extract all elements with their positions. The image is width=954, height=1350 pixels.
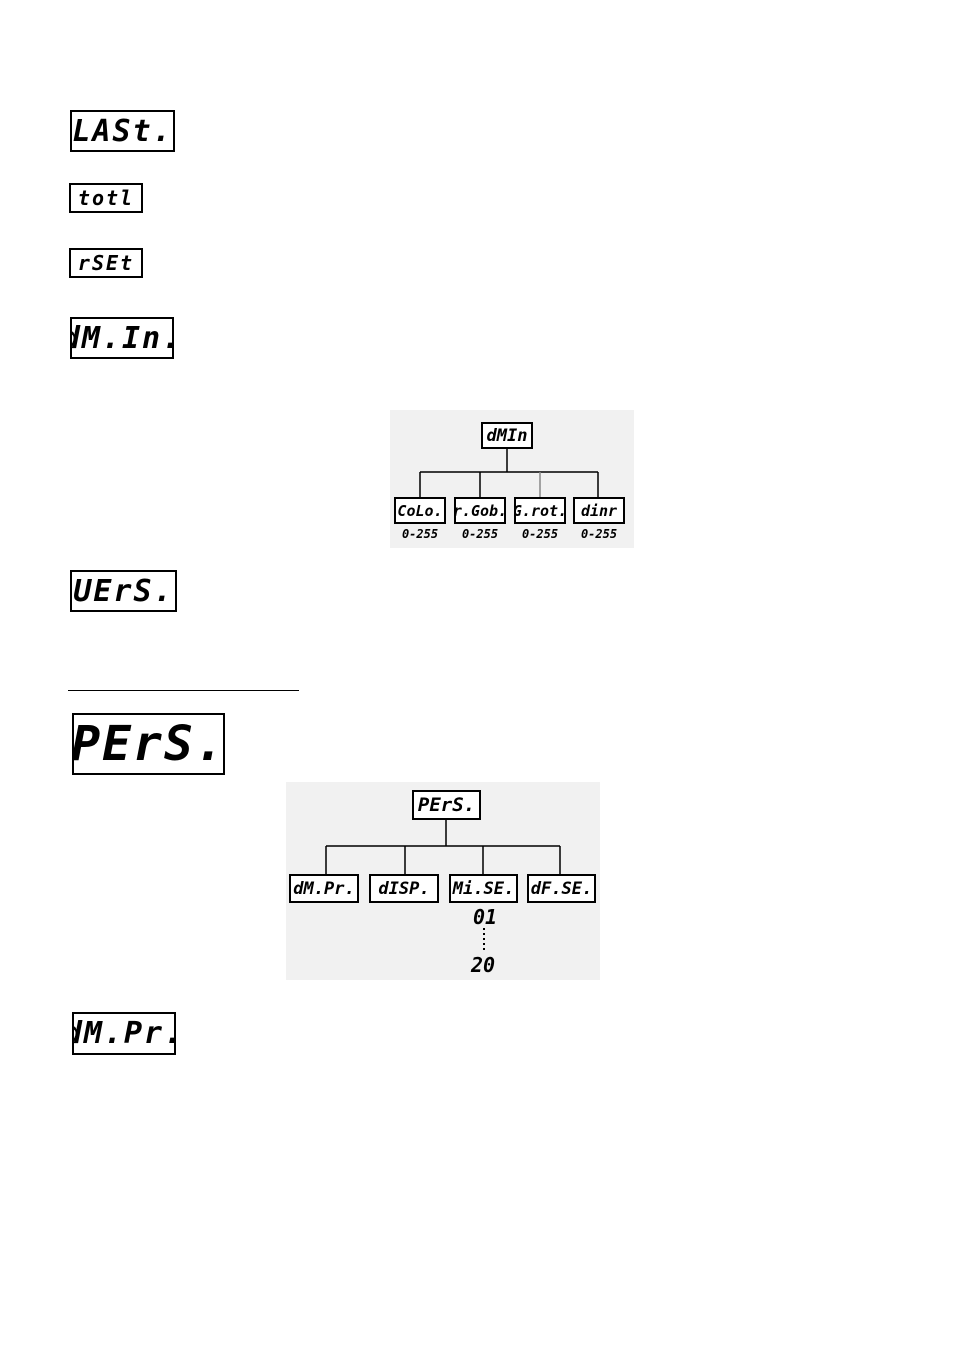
section-underline [68,690,299,691]
dmin-child-grot: G.rot. [514,497,566,524]
dmin-child-colo: CoLo. [394,497,446,524]
dmin-range-grot: 0-255 [521,527,559,541]
dmpr-display: dM.Pr. [72,1012,176,1055]
dmin-display: dM.In. [70,317,174,359]
pers-child-disp: dISP. [369,874,439,903]
vers-display: UErS. [70,570,177,612]
pers-child-dfse: dF.SE. [527,874,596,903]
dmin-child-rgob: r.Gob. [454,497,506,524]
dmin-child-dimr: dinr [573,497,625,524]
dmin-range-dimr: 0-255 [580,527,618,541]
scene-range-end: 20 [470,953,496,977]
dmin-range-rgob: 0-255 [461,527,499,541]
last-display: LASt. [70,110,175,152]
pers-display: PErS. [72,713,225,775]
scene-range-start: 01 [472,905,498,929]
rset-display: rSEt [69,248,143,278]
totl-display: totl [69,183,143,213]
dmin-range-colo: 0-255 [401,527,439,541]
pers-child-dmpr: dM.Pr. [289,874,359,903]
pers-child-mise: Mi.SE. [449,874,518,903]
dmin-diagram-root: dMIn [481,422,533,449]
pers-diagram-root: PErS. [412,790,481,820]
